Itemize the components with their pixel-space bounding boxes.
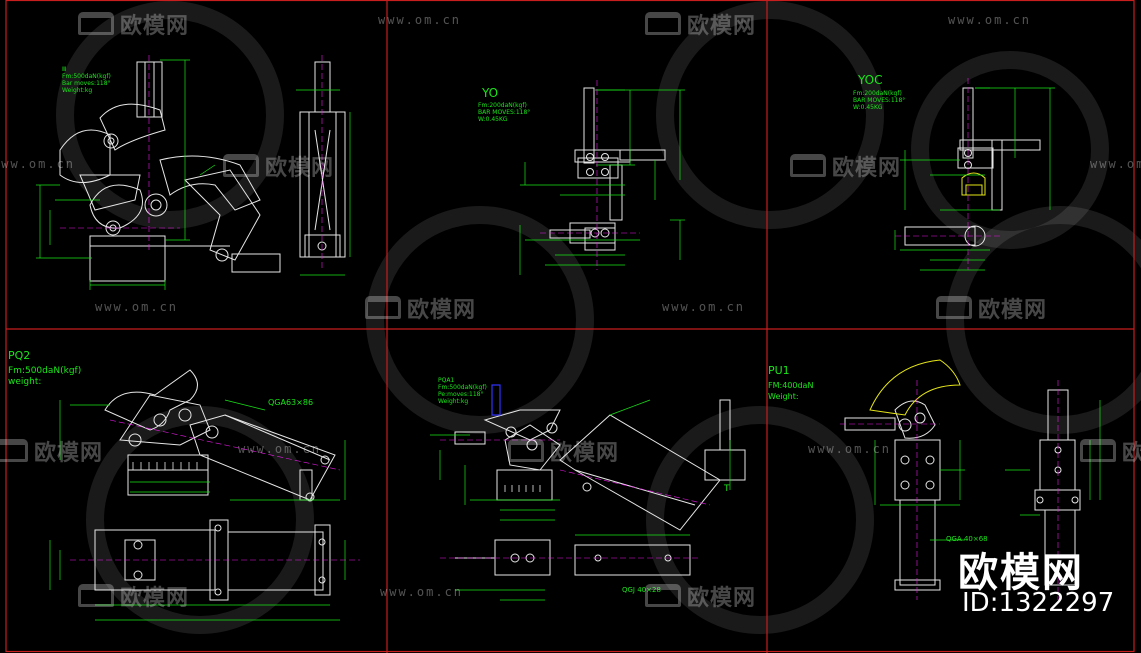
drawing-pu1-dims [874,400,1101,541]
spec-line: Fm:500daN(kgf) [8,366,82,376]
watermark-url: www.om.cn [662,300,746,314]
spec-block-pu1: FM:400daN Weight: [768,380,813,402]
drawing-pqa1-rack [504,485,541,492]
watermark-logo: 欧模网 [78,580,189,612]
drawing-yo-dims [519,89,685,275]
sofa-icon [223,154,259,177]
spec-line: Fm:200daN(kgf) [853,90,902,97]
sofa-icon [0,439,28,462]
drawing-pu1-yellow [869,359,961,416]
watermark-brand: 欧模网 [687,586,757,611]
spec-line: Ⅲ [62,66,67,73]
watermark-brand: 欧模网 [978,298,1048,323]
spec-line: Fm:500daN(kgf) [438,384,487,391]
spec-block-yoc: Fm:200daN(kgf) BAR MOVES:118° W:0.45KG [853,90,905,111]
watermark-logo: 欧模网 [223,150,334,182]
spec-line: BAR MOVES:118° [478,109,531,116]
watermark-url: www.om.cn [0,157,76,171]
sofa-icon [365,296,401,319]
model-label-yoc: YOC [858,73,883,87]
drawing-yo-main [549,87,666,251]
sofa-icon [645,584,681,607]
watermark-url: www.om.cn [378,13,462,27]
side-label-pqa1: T [724,484,730,494]
drawing-top-left-side [299,61,346,258]
watermark-brand: 欧模网 [120,586,190,611]
sofa-icon [1080,439,1116,462]
spec-line: BAR MOVES:118° [853,97,906,104]
watermark-logo: 欧模网 [790,150,901,182]
watermark-logo: 欧模网 [365,292,476,324]
callout-pq2: QGA63×86 [268,398,314,407]
watermark-brand: 欧模网 [832,156,902,181]
sheet-frame [5,0,1135,653]
drawing-pqa1-blue [491,384,501,416]
sofa-icon [78,12,114,35]
spec-line: Weight:kg [438,398,469,405]
watermark-brand: 欧模网 [687,14,757,39]
watermark-url: www.om.cn [380,585,464,599]
model-label-pq2: PQ2 [8,349,31,362]
spec-line: Pe:moves:118° [438,391,484,398]
watermark-brand: 欧模网 [550,441,620,466]
drawing-yoc-dims [894,87,1055,271]
drawing-top-left-front [59,61,281,282]
callout-pqa1: QGJ 40×28 [622,586,661,594]
spec-line: Weight:kg [62,87,93,94]
sofa-icon [508,439,544,462]
watermark-url: www.om.cn [238,442,322,456]
callout-pu1: QGA 40×68 [946,535,988,543]
sofa-icon [790,154,826,177]
watermark-logo: 欧模网 [1080,435,1141,467]
spec-line: Fm:500daN(kgf) [62,73,111,80]
watermark-url: www.om.cn [1090,157,1141,171]
watermark-brand: 欧模网 [120,14,190,39]
brand-watermark: 欧模网 [958,550,1084,596]
drawing-top-left-side-dims [296,89,351,276]
watermark-brand: 欧模网 [407,298,477,323]
spec-block-top-left: Ⅲ Fm:500daN(kgf) Bar moves:118° Weight:k… [62,66,111,94]
watermark-id: ID:1322297 [962,588,1115,618]
spec-block-yo: Fm:200daN(kgf) BAR MOVES:118° W:0.45KG [478,102,530,123]
watermark-logo: 欧模网 [936,292,1047,324]
sofa-icon [936,296,972,319]
model-label-pqa1: PQA1 [438,377,455,384]
sofa-icon [645,12,681,35]
drawing-pq2-rack [132,462,198,470]
watermark-brand: 欧模网 [265,156,335,181]
watermark-logo: 欧模网 [78,8,189,40]
drawing-top-left-center [60,55,180,250]
spec-line: W:0.45KG [478,116,508,123]
watermark-url: www.om.cn [95,300,179,314]
watermark-logo: 欧模网 [645,8,756,40]
model-label-pu1: PU1 [768,364,790,377]
drawing-pu1-center [840,380,1059,600]
spec-line: Bar moves:118° [62,80,111,87]
sofa-icon [78,584,114,607]
watermark-url: www.om.cn [808,442,892,456]
model-label-yo: YO [482,86,499,100]
drawing-yo-center [540,80,640,270]
spec-block-pqa1: PQA1 Fm:500daN(kgf) Pe:moves:118° Weight… [438,377,487,405]
spec-line: W:0.45KG [853,104,883,111]
drawing-yoc-center [895,78,1000,270]
watermark-logo: 欧模网 [0,435,103,467]
watermark-logo: 欧模网 [645,580,756,612]
spec-block-pq2: Fm:500daN(kgf) weight: [8,366,81,388]
spec-line: weight: [8,377,42,387]
drawing-pq2-dims [49,399,346,621]
drawing-pq2-center [70,419,360,561]
watermark-url: www.om.cn [948,13,1032,27]
spec-line: Fm:200daN(kgf) [478,102,527,109]
watermark-logo: 欧模网 [508,435,619,467]
spec-line: Weight: [768,392,799,401]
watermark-brand: 欧模网 [34,441,104,466]
spec-line: FM:400daN [768,381,814,390]
watermark-circles [56,1,1141,634]
watermark-brand: 欧模网 [1122,441,1141,466]
drawing-top-left-dims [36,59,216,290]
drawing-pqa1-dims [430,399,731,601]
drawing-yoc-yellow [961,172,986,196]
